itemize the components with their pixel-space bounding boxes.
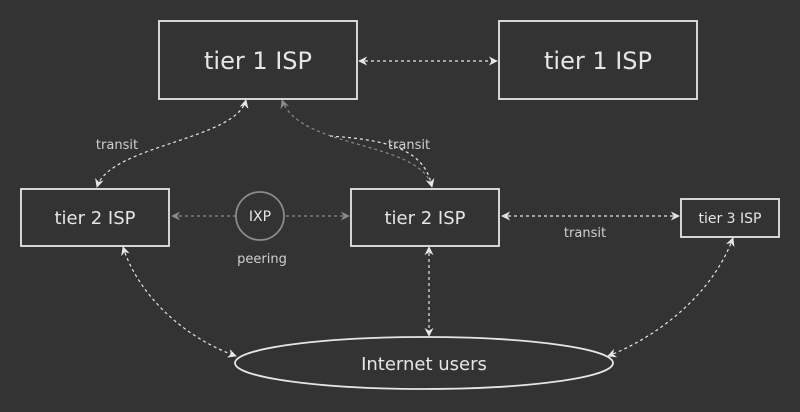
node-tier1-left xyxy=(158,20,358,100)
node-internet-users xyxy=(234,336,614,390)
node-tier1-right xyxy=(498,20,698,100)
label-tier3: tier 3 ISP xyxy=(698,211,761,227)
label-transit-right: transit xyxy=(564,226,606,241)
label-internet-users: Internet users xyxy=(361,354,487,375)
label-tier1-right: tier 1 ISP xyxy=(544,47,652,75)
node-tier2-mid xyxy=(350,188,500,247)
edge-transit-mid xyxy=(280,99,433,188)
node-tier3 xyxy=(680,198,780,238)
label-tier2-left: tier 2 ISP xyxy=(54,208,135,229)
edge-t2left-users xyxy=(121,246,237,358)
label-peering: peering xyxy=(237,252,287,267)
label-tier2-mid: tier 2 ISP xyxy=(384,208,465,229)
label-transit-mid: transit xyxy=(388,138,430,153)
edge-t3-users xyxy=(607,237,735,358)
label-ixp: IXP xyxy=(249,209,271,225)
node-tier2-left xyxy=(20,188,170,247)
label-transit-left: transit xyxy=(96,138,138,153)
label-tier1-left: tier 1 ISP xyxy=(204,47,312,75)
node-ixp xyxy=(235,191,285,241)
